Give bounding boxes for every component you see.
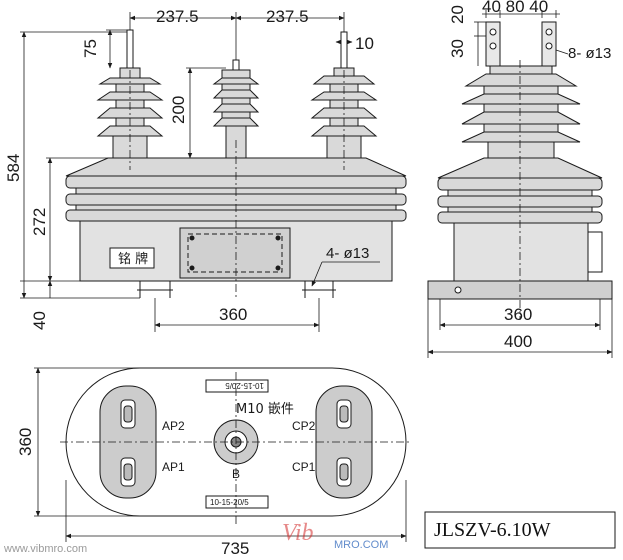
- dim-plan-depth: 360: [16, 428, 35, 456]
- dim-mount-hole: 4- ø13: [326, 245, 369, 262]
- dim-foot-height: 40: [30, 311, 49, 330]
- right-foot: [302, 281, 336, 298]
- plan-top-insert-label-box: [205, 379, 269, 393]
- right-stud: [340, 31, 348, 71]
- label-cp2: CP2: [292, 419, 316, 433]
- cover-plate: [179, 227, 291, 279]
- watermark-mro: MRO.COM: [334, 539, 388, 551]
- dim-side-30: 30: [448, 39, 467, 58]
- front-dim-lines: [20, 12, 380, 332]
- label-insert-bottom: 10-15-20/5: [210, 498, 249, 507]
- plan-bottom-insert-label-box: [205, 495, 269, 509]
- label-ap2: AP2: [162, 419, 185, 433]
- left-foot: [137, 281, 173, 298]
- nameplate-box: [109, 247, 155, 269]
- side-dim-lines: [427, 10, 613, 358]
- side-view: [427, 21, 613, 300]
- dim-body-height: 272: [30, 208, 49, 236]
- label-insert-top: 10-15-20/5: [225, 381, 264, 390]
- left-stud: [126, 29, 134, 71]
- dim-top-left: 237.5: [156, 7, 199, 26]
- model-name: JLSZV-6.10W: [434, 519, 551, 541]
- plan-dim-lines: [34, 367, 412, 542]
- dim-stud-width: 10: [355, 34, 374, 53]
- dim-insulator-height: 200: [169, 96, 188, 124]
- center-insulator: [212, 69, 260, 161]
- dim-terminal-spacing: 40 80 40: [482, 0, 548, 16]
- dim-mount-spacing-front: 360: [219, 305, 247, 324]
- model-box: [424, 511, 616, 549]
- dim-stud-height: 75: [81, 39, 100, 58]
- label-m10-insert: M10 嵌件: [236, 402, 294, 417]
- watermark-script: Vib: [282, 520, 314, 546]
- dim-side-20: 20: [448, 5, 467, 24]
- nameplate-label: 铭 牌: [118, 251, 148, 267]
- dim-top-right: 237.5: [266, 7, 309, 26]
- dim-total-height: 584: [4, 154, 23, 182]
- dim-plan-length: 735: [221, 539, 249, 558]
- label-ap1: AP1: [162, 460, 185, 474]
- dim-side-width: 400: [504, 332, 532, 351]
- watermark-site: www.vibmro.com: [3, 543, 87, 555]
- label-cp1: CP1: [292, 460, 316, 474]
- dim-terminal-holes: 8- ø13: [568, 45, 611, 62]
- dim-side-mount-spacing: 360: [504, 305, 532, 324]
- label-b: B: [232, 467, 240, 481]
